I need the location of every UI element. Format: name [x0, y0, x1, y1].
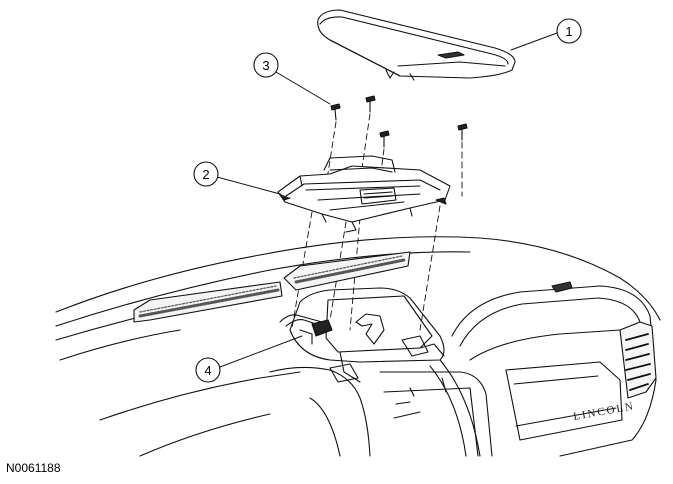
figure-id: N0061188 [6, 461, 61, 475]
module-bracket [277, 155, 451, 233]
wiring-connector [279, 314, 333, 345]
callout-2-label: 2 [202, 167, 209, 182]
brand-badge-text: LINCOLN [572, 400, 635, 423]
callout-3: 3 [253, 52, 331, 105]
screw-2 [365, 95, 376, 113]
callout-1: 1 [510, 18, 582, 51]
instrument-panel [55, 236, 661, 457]
cover-panel [317, 9, 516, 81]
screws [330, 95, 468, 148]
screw-4 [457, 123, 468, 141]
screw-1 [330, 103, 341, 121]
callout-3-label: 3 [262, 58, 269, 73]
screw-3 [379, 130, 390, 148]
callout-4-label: 4 [204, 363, 211, 378]
callout-2: 2 [193, 161, 281, 195]
callout-4: 4 [195, 335, 303, 383]
callout-1-label: 1 [565, 24, 572, 39]
